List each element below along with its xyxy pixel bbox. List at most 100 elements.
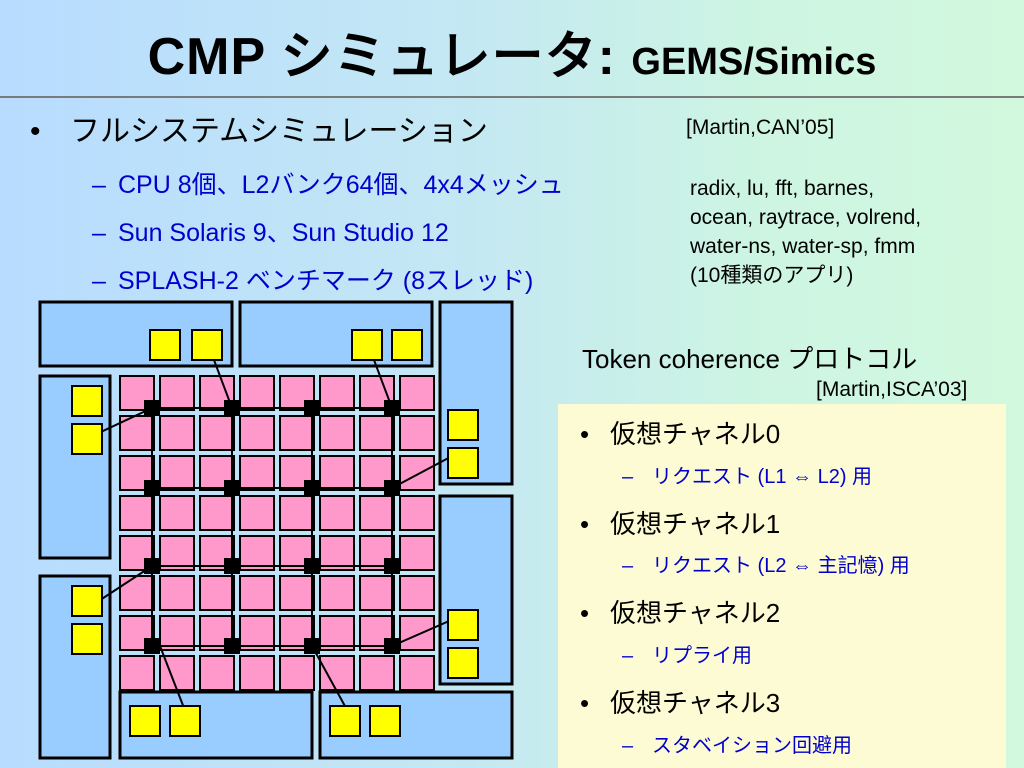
l2-bank xyxy=(359,375,395,411)
sub-bullet-benchmark: –SPLASH-2 ベンチマーク (8スレッド) xyxy=(92,261,533,297)
dash-glyph: – xyxy=(92,219,106,247)
l2-bank xyxy=(159,495,195,531)
router xyxy=(224,400,240,416)
cpu-core xyxy=(191,329,223,361)
cpu-router-link xyxy=(391,617,457,647)
l2-bank xyxy=(119,415,155,451)
channel-2-label: 仮想チャネル2 xyxy=(610,598,781,628)
cpu-core xyxy=(351,329,383,361)
l2-bank xyxy=(279,575,315,611)
cpu-core xyxy=(129,705,161,737)
sub-bullet-config: –CPU 8個、L2バンク64個、4x4メッシュ xyxy=(92,165,564,201)
channel-3-label: 仮想チャネル3 xyxy=(610,688,781,718)
channel-3: • 仮想チャネル3 xyxy=(580,683,780,720)
router xyxy=(224,480,240,496)
bullet-glyph: • xyxy=(580,688,590,718)
cpu-core xyxy=(71,385,103,417)
channel-3-detail: –スタベイション回避用 xyxy=(622,729,852,758)
channel-0: • 仮想チャネル0 xyxy=(580,414,780,451)
cpu-core xyxy=(391,329,423,361)
channel-3-detail-text: スタベイション回避用 xyxy=(652,735,852,757)
cpu-block xyxy=(118,690,314,760)
bullet-glyph: • xyxy=(580,509,590,539)
l2-bank xyxy=(239,655,275,691)
bullet-glyph: • xyxy=(580,598,590,628)
channel-2-detail: –リプライ用 xyxy=(622,639,752,668)
dash-glyph: – xyxy=(622,735,634,757)
router xyxy=(304,480,320,496)
cpu-core xyxy=(71,423,103,455)
cpu-core xyxy=(169,705,201,737)
benchmark-list: radix, lu, fft, barnes, ocean, raytrace,… xyxy=(690,174,921,290)
l2-bank xyxy=(159,535,195,571)
channel-1-label: 仮想チャネル1 xyxy=(610,509,781,539)
l2-bank xyxy=(239,495,275,531)
l2-bank xyxy=(159,615,195,651)
sub-bullet-benchmark-text: SPLASH-2 ベンチマーク (8スレッド) xyxy=(118,267,534,295)
bullet-full-system-text: フルシステムシミュレーション xyxy=(70,115,488,148)
l2-bank xyxy=(279,655,315,691)
l2-bank xyxy=(319,535,355,571)
l2-bank xyxy=(319,455,355,491)
dash-glyph: – xyxy=(622,466,634,488)
l2-bank xyxy=(399,415,435,451)
cpu-router-link xyxy=(391,453,457,489)
benchmark-line: radix, lu, fft, barnes, xyxy=(690,177,875,200)
l2-bank xyxy=(239,615,275,651)
benchmark-line: water-ns, water-sp, fmm xyxy=(690,235,916,258)
l2-bank xyxy=(239,535,275,571)
router xyxy=(304,638,320,654)
l2-bank xyxy=(239,415,275,451)
l2-bank xyxy=(159,375,195,411)
l2-bank xyxy=(319,615,355,651)
sub-bullet-config-text: CPU 8個、L2バンク64個、4x4メッシュ xyxy=(118,171,564,199)
l2-bank xyxy=(399,575,435,611)
l2-bank xyxy=(159,575,195,611)
router xyxy=(144,558,160,574)
l2-bank xyxy=(199,415,235,451)
router xyxy=(144,638,160,654)
dash-glyph: – xyxy=(622,555,634,577)
dash-glyph: – xyxy=(92,267,106,295)
cpu-core xyxy=(71,623,103,655)
l2-bank xyxy=(159,415,195,451)
title-main: CMP シミュレータ: xyxy=(147,28,632,86)
l2-bank xyxy=(359,575,395,611)
l2-bank xyxy=(319,375,355,411)
cmp-mesh-diagram xyxy=(38,300,514,760)
bullet-glyph: • xyxy=(580,419,590,449)
router xyxy=(384,638,400,654)
benchmark-line: (10種類のアプリ) xyxy=(690,264,854,287)
cpu-router-link xyxy=(311,645,347,709)
bullet-glyph: • xyxy=(30,115,41,148)
l2-bank xyxy=(199,575,235,611)
router xyxy=(144,480,160,496)
l2-bank xyxy=(399,455,435,491)
dash-glyph: – xyxy=(622,645,634,667)
router xyxy=(304,558,320,574)
l2-bank xyxy=(319,415,355,451)
l2-bank xyxy=(319,575,355,611)
channel-1: • 仮想チャネル1 xyxy=(580,504,780,541)
channel-0-label: 仮想チャネル0 xyxy=(610,419,781,449)
title-sub: GEMS/Simics xyxy=(631,41,877,83)
l2-bank xyxy=(399,655,435,691)
reference-isca: [Martin,ISCA’03] xyxy=(816,378,968,401)
l2-bank xyxy=(239,575,275,611)
channel-panel xyxy=(558,404,1006,768)
l2-bank xyxy=(119,575,155,611)
router xyxy=(224,558,240,574)
l2-bank xyxy=(359,495,395,531)
l2-bank xyxy=(399,495,435,531)
cpu-core xyxy=(71,585,103,617)
router xyxy=(304,400,320,416)
l2-bank xyxy=(399,535,435,571)
channel-2: • 仮想チャネル2 xyxy=(580,593,780,630)
cpu-router-link xyxy=(159,645,185,709)
channel-0-detail-text: リクエスト (L1 ⇔ L2) 用 xyxy=(652,466,873,488)
l2-bank xyxy=(399,615,435,651)
token-coherence-heading: Token coherence プロトコル xyxy=(582,344,918,374)
slide-title: CMP シミュレータ: GEMS/Simics xyxy=(0,14,1024,89)
router xyxy=(384,400,400,416)
channel-1-detail: –リクエスト (L2 ⇔ 主記憶) 用 xyxy=(622,549,910,578)
